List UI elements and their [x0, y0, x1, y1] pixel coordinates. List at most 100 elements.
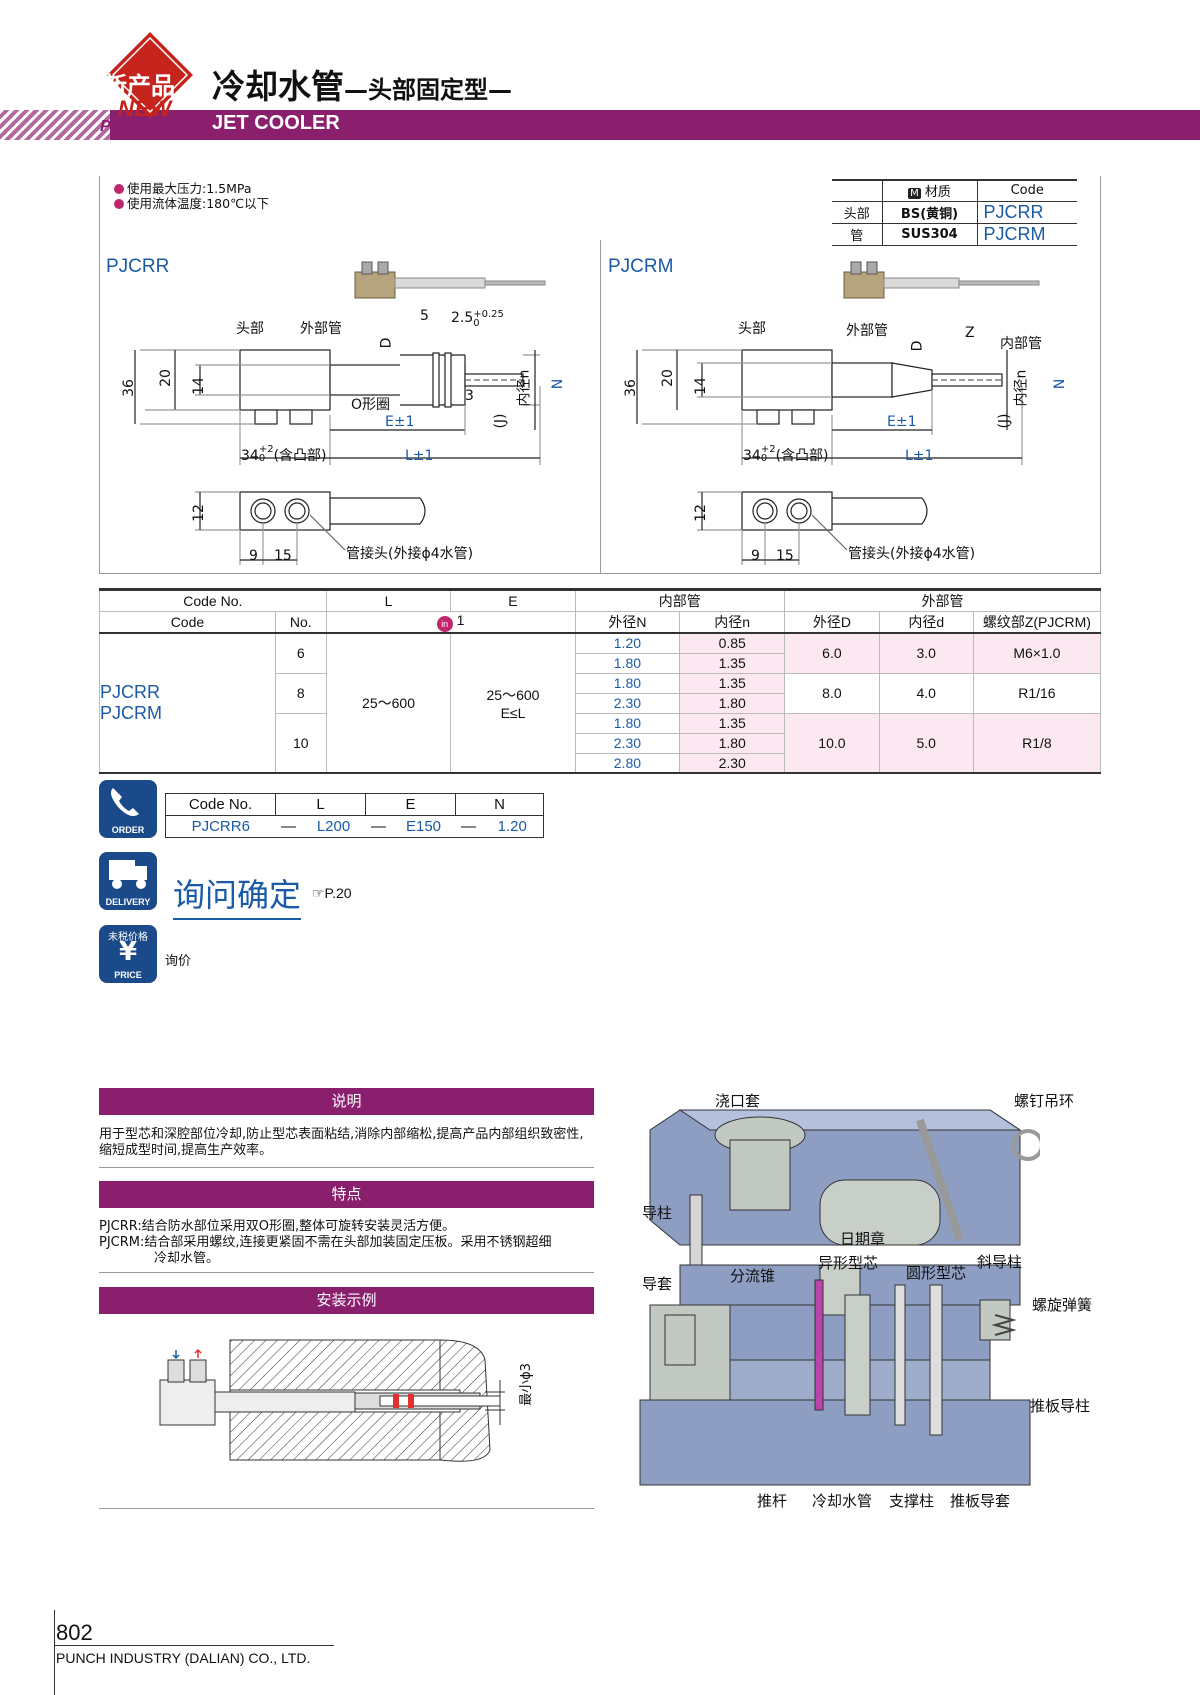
lbl-inner-pipe: 内部管 [1000, 336, 1042, 352]
pjcrm-photo [843, 261, 1040, 299]
td-no: 6 [274, 632, 327, 674]
badge-new: NEW PRODUCT [100, 98, 186, 136]
lbl-dim12-r: 12 [692, 504, 709, 522]
mold-lbl-spring: 螺旋弹簧 [1032, 1296, 1093, 1314]
th-inner: 内部管 [574, 588, 786, 612]
mold-lbl-ejector-bush: 推板导套 [950, 1492, 1011, 1510]
td-outer-n: 1.80 [574, 712, 681, 734]
td-outer-n: 1.80 [574, 652, 681, 674]
mold-lbl-ejector-guide: 推板导柱 [1030, 1397, 1091, 1415]
pjcrr-drawing [134, 261, 546, 565]
title-suffix: —头部固定型— [344, 76, 512, 104]
desc-text: 用于型芯和深腔部位冷却,防止型芯表面粘结,消除内部缩松,提高产品内部组织致密性,… [99, 1127, 584, 1158]
title-main: 冷却水管 [212, 67, 344, 106]
td-outer-n: 1.80 [574, 672, 681, 694]
footer-line-v [54, 1610, 55, 1695]
feat-line3: 冷却水管。 [154, 1251, 220, 1266]
bullet-icon [114, 184, 124, 194]
table-row: 10 1.80 1.35 10.0 5.0 R1/8 [100, 712, 1102, 774]
td-thread: M6×1.0 [972, 632, 1102, 674]
delivery-ref-link[interactable]: ☞P.20 [312, 885, 352, 901]
lbl-dim9-r: 9 [751, 548, 760, 564]
td-thread: R1/8 [972, 712, 1102, 774]
lbl-dim25-tol-top: +0.25 [473, 309, 504, 320]
th-thread: 螺纹部Z(PJCRM) [972, 611, 1102, 634]
th-inner-d: 内径d [878, 611, 974, 634]
th-unit: in 1 [325, 611, 576, 634]
table-row: PJCRR PJCRM 6 25～600 25～600 E≤L 1.20 0.8… [99, 632, 1102, 774]
lbl-d-r: D [909, 340, 926, 352]
panel-divider [600, 240, 601, 574]
td-inner-n: 0.85 [679, 632, 786, 654]
price-icon: 未税价格 ¥ PRICE [99, 925, 157, 983]
td-outer-n: 1.20 [574, 632, 681, 654]
td-code1: PJCRR [100, 682, 161, 702]
mat-material: SUS304 [882, 223, 978, 246]
td-inner-n: 1.35 [679, 712, 786, 734]
lbl-dim3: 3 [465, 388, 474, 404]
material-icon: M [908, 188, 921, 200]
order-h-e: E [365, 793, 456, 816]
lbl-boss-tol-bot: 0 [258, 453, 266, 464]
lbl-dim25-tol-bot: 0 [473, 318, 480, 329]
mat-h-code: Code [977, 179, 1077, 202]
lbl-boss-tol-top-r: +2 [760, 444, 776, 455]
price-icon-top: 未税价格 [108, 932, 148, 943]
install-label: 最小ϕ3 [518, 1363, 534, 1406]
spec-pressure-text: 使用最大压力:1.5MPa [127, 181, 252, 196]
td-inner-n: 1.35 [679, 672, 786, 694]
lbl-n: N [550, 378, 567, 390]
th-unit-text: 1 [456, 612, 465, 628]
order-v-code: PJCRR6 [165, 815, 276, 838]
spec-pressure: 使用最大压力:1.5MPa [114, 178, 252, 197]
td-no: 10 [274, 712, 327, 774]
section-install-title: 安装示例 [99, 1287, 594, 1314]
lbl-fitting: 管接头(外接ϕ4水管) [346, 546, 474, 562]
th-outer-d: 外径D [784, 611, 880, 634]
mold-lbl-cooling: 冷却水管 [812, 1492, 873, 1510]
td-l-range: 25～600 [325, 632, 452, 774]
td-inner-n: 1.80 [679, 732, 786, 754]
feat-line2: PJCRM:结合部采用螺纹,连接更紧固不需在头部加装固定压板。采用不锈钢超细 [99, 1235, 552, 1250]
td-inner-n: 2.30 [679, 752, 786, 774]
th-no: No. [274, 611, 327, 634]
phone-icon [111, 788, 139, 816]
unit-icon: in [436, 616, 453, 632]
price-text: 询价 [165, 954, 192, 969]
divider [99, 1508, 594, 1509]
yen-icon: ¥ [118, 937, 138, 967]
delivery-text: 询问确定 [173, 870, 302, 920]
th-outer: 外部管 [784, 588, 1101, 612]
section-feat-title: 特点 [99, 1181, 594, 1208]
bullet-icon [114, 199, 124, 209]
lbl-inner-dia: 内径n [516, 369, 533, 407]
divider [99, 1272, 594, 1273]
lbl-dim25-main: 2.5 [451, 310, 474, 326]
table-row: 2.30 1.80 [100, 732, 1101, 754]
order-h-codeno: Code No. [165, 793, 276, 816]
spec-temp-text: 使用流体温度:180℃以下 [127, 196, 270, 211]
table-row: 2.80 2.30 [99, 752, 1101, 774]
truck-icon [109, 860, 147, 889]
order-v-sep: — [455, 815, 482, 838]
lbl-boss-note: (含凸部) [273, 448, 327, 464]
order-v-e: E150 [391, 815, 456, 838]
footer-line-h [54, 1645, 334, 1646]
order-h-l: L [275, 793, 366, 816]
lbl-j: (J) [492, 413, 509, 429]
mat-part: 管 [832, 223, 883, 246]
lbl-boss-tol-bot-r: 0 [760, 453, 768, 464]
td-e-range-val: 25～600 [486, 687, 540, 703]
lbl-head: 头部 [236, 321, 264, 337]
td-outer-n: 2.30 [574, 692, 681, 714]
mat-code: PJCRR [977, 201, 1077, 224]
lbl-outer-pipe: 外部管 [300, 321, 342, 337]
lbl-dim20-r: 20 [659, 369, 676, 387]
lbl-boss-main-r: 34 [743, 448, 761, 464]
drawing-name-right: PJCRM [608, 256, 674, 277]
td-code: PJCRR PJCRM [99, 632, 276, 774]
mold-lbl-guide-bush: 导套 [642, 1275, 673, 1293]
pjcrr-photo [354, 261, 546, 299]
page-subtitle: JET COOLER [212, 112, 340, 134]
lbl-dim15: 15 [274, 548, 292, 564]
